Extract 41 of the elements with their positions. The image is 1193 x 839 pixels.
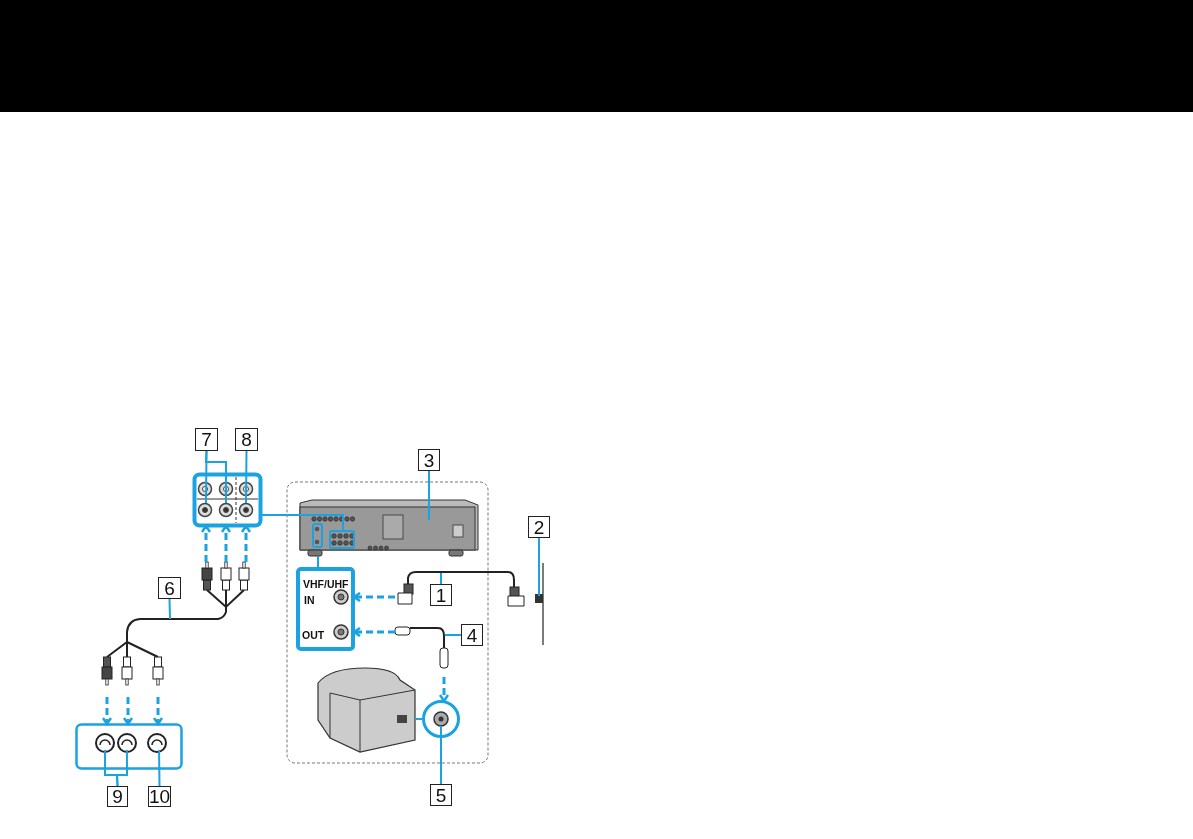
jack-label: IN [304,595,315,607]
jack-panel-drawing [75,723,183,770]
plug-arrow [352,626,395,638]
connector-line [317,555,319,568]
callout-number: 10 [148,786,171,807]
plug-arrow [122,697,134,726]
plug-arrow [352,591,395,603]
leader-line [444,634,462,636]
leader-line [538,537,540,597]
plug-arrow [438,677,450,703]
jack-label: OUT [302,630,325,642]
leader-line [168,598,171,620]
leader-line [440,725,442,785]
callout-number: 3 [418,449,440,471]
plug-arrow [200,524,212,562]
connector-panel [296,567,355,651]
callout-number: 8 [235,428,258,451]
callout-number: 2 [528,516,550,538]
plug-arrow [240,524,252,562]
leader-line [158,749,161,787]
leader-line [115,749,128,787]
leader-line [245,450,248,504]
vcr-drawing [299,499,479,557]
callout-number: 6 [158,577,181,599]
callout-number: 9 [107,786,128,807]
callout-number: 4 [461,624,483,646]
callout-number: 7 [195,428,218,451]
connector-line [414,718,423,720]
connector-line [261,514,301,516]
callout-number: 1 [430,584,452,606]
callout-number: 5 [430,784,452,806]
antenna-jack-drawing [422,700,460,738]
plug-arrow [101,697,113,726]
leader-line [428,470,431,521]
plug-arrow [152,697,164,726]
plug-arrow [220,524,232,562]
leader-line [204,450,208,504]
panel-title: VHF/UHF [303,579,349,591]
leader-line [440,572,442,585]
tv-drawing [317,667,416,753]
jack-panel-drawing [192,472,263,528]
